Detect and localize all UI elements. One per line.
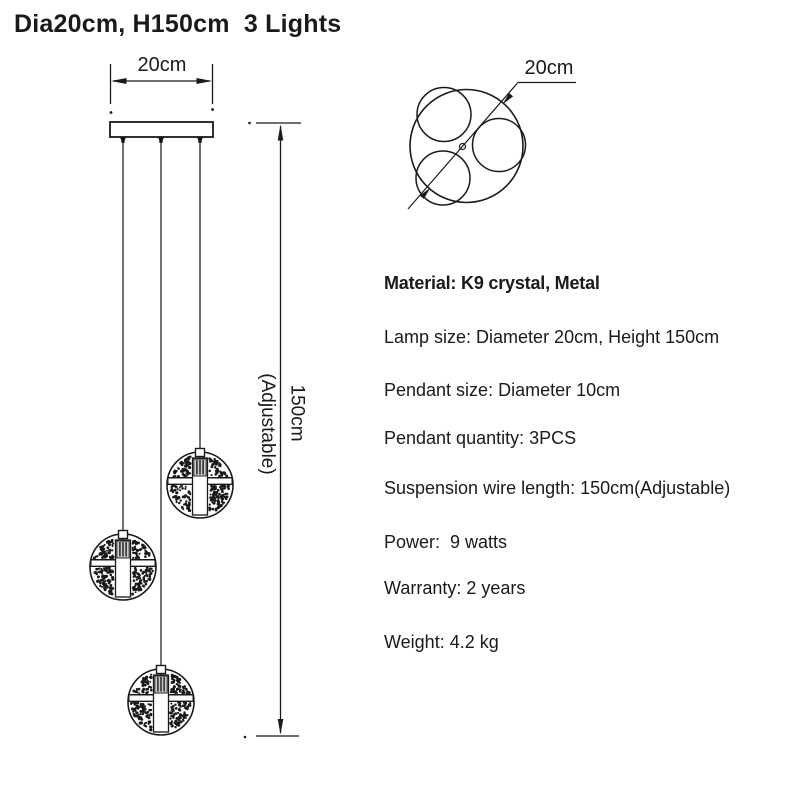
width-dimension xyxy=(109,64,214,114)
spec-line-weight: Weight: 4.2 kg xyxy=(384,632,499,652)
pendant-circle xyxy=(415,150,471,206)
spec-line-warranty: Warranty: 2 years xyxy=(384,578,526,598)
wire-collar xyxy=(194,447,206,458)
arrowhead-topright xyxy=(502,93,514,105)
height-dimension xyxy=(243,121,301,739)
center-mark xyxy=(458,142,467,151)
canopy-outline-circle xyxy=(409,88,524,204)
tick-dot xyxy=(243,735,247,739)
width-dimension-label: 20cm xyxy=(137,54,187,76)
wire-connector xyxy=(197,137,203,143)
wire-connectors xyxy=(120,137,203,143)
pendant-circle xyxy=(471,117,527,173)
spec-line-wire-length: Suspension wire length: 150cm(Adjustable… xyxy=(384,478,731,498)
spec-line-material: Material: K9 crystal, Metal xyxy=(384,273,600,293)
height-adjustable-label: (Adjustable) xyxy=(257,373,278,475)
extension-dot xyxy=(211,108,214,111)
arrowhead-down xyxy=(277,719,284,735)
top-view-drawing xyxy=(407,81,576,210)
arrowhead-left xyxy=(111,78,127,84)
suspension-wires xyxy=(122,142,201,669)
spec-line-pendant-size: Pendant size: Diameter 10cm xyxy=(384,380,621,400)
spec-line-lamp-size: Lamp size: Diameter 20cm, Height 150cm xyxy=(384,327,720,347)
arrowhead-bottomleft xyxy=(419,187,431,199)
spec-line-power: Power: 9 watts xyxy=(384,532,508,552)
arrowhead-up xyxy=(277,124,284,141)
arrowhead-right xyxy=(196,78,212,84)
wire-connector xyxy=(120,137,126,143)
wire-collar xyxy=(117,529,129,540)
wire-connector xyxy=(158,137,164,143)
pendant-sphere xyxy=(89,529,157,601)
topview-diameter-label: 20cm xyxy=(524,57,574,79)
spec-line-pendant-quantity: Pendant quantity: 3PCS xyxy=(384,428,577,448)
pendant-sphere xyxy=(127,664,195,736)
wire-collar xyxy=(155,664,167,675)
pendant-sphere xyxy=(166,447,234,519)
pendant-spheres xyxy=(89,447,234,736)
pendant-circle xyxy=(416,86,472,143)
tick-dot xyxy=(248,121,251,125)
diameter-dimension-line xyxy=(407,82,518,210)
height-dimension-label: 150cm xyxy=(286,384,308,442)
extension-dot xyxy=(109,111,113,114)
page-title: Dia20cm, H150cm 3 Lights xyxy=(14,10,342,38)
ceiling-plate xyxy=(109,121,214,138)
front-view-drawing xyxy=(89,64,301,739)
